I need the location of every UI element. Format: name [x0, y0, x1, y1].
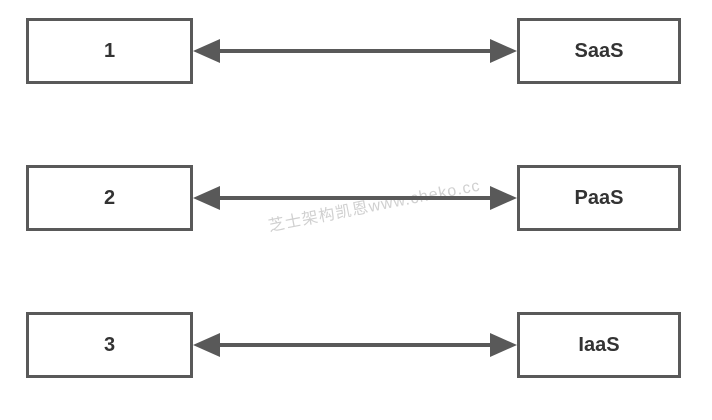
- arrowhead-right-icon: [490, 186, 517, 210]
- node-box-iaas: IaaS: [517, 312, 681, 378]
- node-label-paas: PaaS: [574, 186, 624, 209]
- node-label-3: 3: [103, 333, 116, 356]
- arrow-line: [220, 196, 490, 200]
- arrowhead-left-icon: [193, 186, 220, 210]
- node-label-iaas: IaaS: [578, 333, 620, 356]
- arrowhead-left-icon: [193, 333, 220, 357]
- diagram-row-3: 3 IaaS: [26, 312, 681, 378]
- arrowhead-right-icon: [490, 39, 517, 63]
- node-box-3: 3: [26, 312, 193, 378]
- bidirectional-arrow-2: [193, 165, 517, 231]
- arrowhead-right-icon: [490, 333, 517, 357]
- arrow-line: [220, 343, 490, 347]
- node-label-saas: SaaS: [574, 39, 624, 62]
- node-label-1: 1: [103, 39, 116, 62]
- bidirectional-arrow-3: [193, 312, 517, 378]
- diagram-row-1: 1 SaaS: [26, 18, 681, 84]
- node-box-paas: PaaS: [517, 165, 681, 231]
- arrowhead-left-icon: [193, 39, 220, 63]
- arrow-line: [220, 49, 490, 53]
- node-box-saas: SaaS: [517, 18, 681, 84]
- node-label-2: 2: [103, 186, 116, 209]
- bidirectional-arrow-1: [193, 18, 517, 84]
- diagram-row-2: 2 PaaS: [26, 165, 681, 231]
- node-box-2: 2: [26, 165, 193, 231]
- node-box-1: 1: [26, 18, 193, 84]
